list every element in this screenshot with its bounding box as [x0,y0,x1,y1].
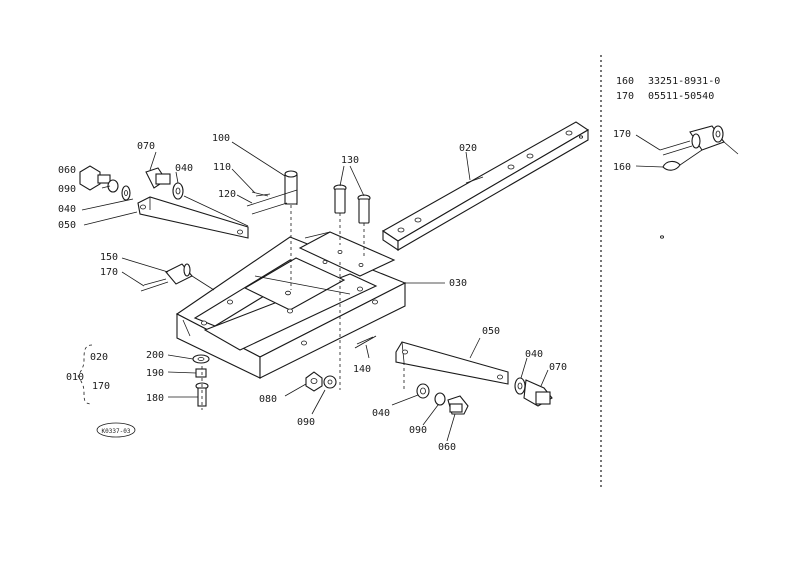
fasteners-lower-left [192,354,210,410]
callout-040: 040 [58,204,76,215]
callout-170: 170 [100,267,118,278]
callout-120: 120 [218,189,236,200]
assembly-child-label: 170 [92,381,110,392]
figure-id-stamp: K0337-03 [96,422,136,438]
callout-190: 190 [146,368,164,379]
callout-050: 050 [58,220,76,231]
callout-080: 080 [259,394,277,405]
callout-170: 170 [613,129,631,140]
callout-110: 110 [213,162,231,173]
figure-id-text: K0337-03 [102,428,131,435]
callout-140: 140 [353,364,371,375]
table-part-number: 33251-8931-0 [648,76,720,87]
callout-060: 060 [58,165,76,176]
callout-labels: 020 030 040 040 040 040 050 050 060 060 … [58,133,567,453]
callout-090: 090 [297,417,315,428]
part-030-frame [175,231,407,390]
table-ref: 170 [616,91,634,102]
part-020-drawbar [381,121,665,252]
part-050-link-left [137,196,249,239]
part-050-link-right [395,341,509,385]
fasteners-right [403,362,553,415]
part-130-pins [333,184,371,258]
callout-040: 040 [525,349,543,360]
part-150-bushing [140,263,215,292]
callout-150: 150 [100,252,118,263]
callout-020: 020 [459,143,477,154]
assembly-parent-label: 010 [66,372,84,383]
callout-040: 040 [372,408,390,419]
fasteners-left [79,165,249,227]
callout-200: 200 [146,350,164,361]
table-part-number: 05511-50540 [648,91,714,102]
callout-030: 030 [449,278,467,289]
assembly-child-label: 020 [90,352,108,363]
callout-060: 060 [438,442,456,453]
assembly-group: 010 020 170 [66,344,110,405]
callout-070: 070 [137,141,155,152]
callout-040: 040 [175,163,193,174]
callout-180: 180 [146,393,164,404]
detail-pin-assembly: 170 160 [613,125,739,173]
part-140-pin [354,335,377,349]
callout-160: 160 [613,162,631,173]
table-ref: 160 [616,76,634,87]
callout-090: 090 [58,184,76,195]
leader-lines [81,141,549,442]
callout-050: 050 [482,326,500,337]
callout-090: 090 [409,425,427,436]
callout-130: 130 [341,155,359,166]
fasteners-lower-middle [305,371,337,392]
callout-070: 070 [549,362,567,373]
part-number-table: 160 33251-8931-0 170 05511-50540 [616,76,720,102]
callout-100: 100 [212,133,230,144]
